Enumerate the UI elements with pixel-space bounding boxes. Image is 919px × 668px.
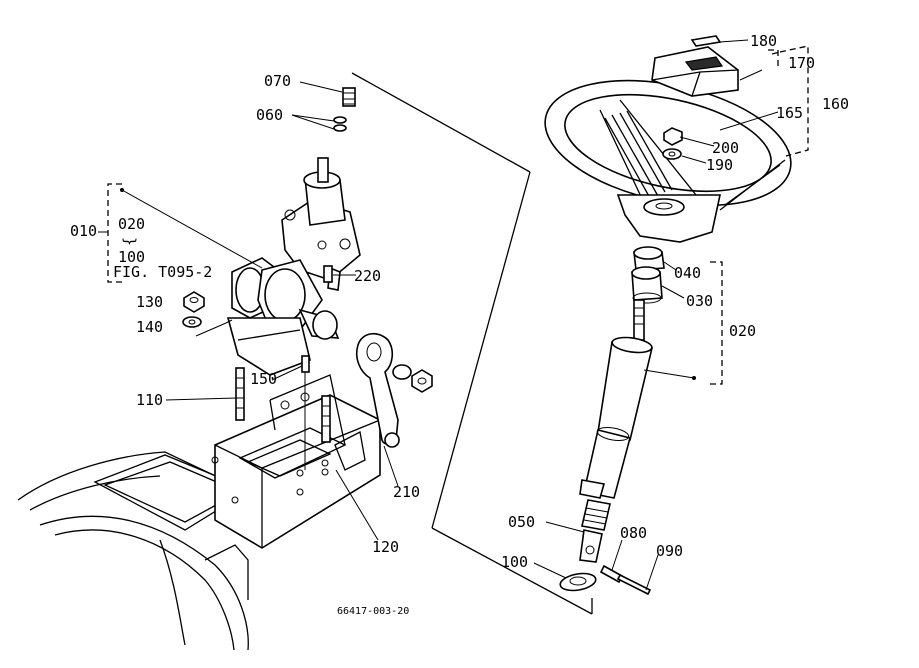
bolt-220: [323, 265, 333, 283]
label-190: 190: [706, 156, 733, 174]
label-brace: {: [120, 237, 138, 246]
label-220: 220: [354, 267, 381, 285]
bushing-040: [633, 246, 665, 271]
nut-200: [663, 127, 683, 146]
label-150: 150: [250, 370, 277, 388]
stud-bolt-110: [235, 367, 245, 421]
label-180: 180: [750, 32, 777, 50]
label-060: 060: [256, 106, 283, 124]
label-020-sub: 020: [118, 215, 145, 233]
pitman-arm-210: [355, 332, 433, 448]
tractor-body: [17, 451, 252, 651]
label-fig-ref: FIG. T095-2: [113, 263, 212, 281]
steering-gear-box: [226, 157, 361, 376]
nut-130: [183, 291, 205, 313]
bearing-030: [631, 266, 663, 304]
label-100-sub: 100: [118, 248, 145, 266]
label-130: 130: [136, 293, 163, 311]
steering-shaft: [633, 299, 645, 341]
group-bracket-160: [771, 45, 809, 157]
label-200: 200: [712, 139, 739, 157]
emblem-180: [690, 35, 722, 47]
stud-bolt-right: [321, 395, 331, 443]
label-040: 040: [674, 264, 701, 282]
label-160: 160: [822, 95, 849, 113]
nut-100: [559, 572, 597, 592]
label-110: 110: [136, 391, 163, 409]
mounting-bracket: [211, 374, 381, 549]
group-bracket-010: [107, 183, 122, 283]
label-030: 030: [686, 292, 713, 310]
label-165: 165: [776, 104, 803, 122]
bolt-090: [616, 573, 652, 596]
group-bracket-020: [706, 261, 723, 385]
washer-140: [182, 316, 202, 328]
washer-060: [333, 116, 347, 132]
label-100: 100: [501, 553, 528, 571]
pin-150: [301, 355, 310, 470]
label-210: 210: [393, 483, 420, 501]
lower-shaft-050: [579, 499, 611, 563]
steering-column-frame: [351, 72, 593, 615]
drawing-code: 66417-003-20: [337, 606, 409, 617]
leader-lines: [120, 39, 779, 591]
label-020: 020: [729, 322, 756, 340]
label-170: 170: [788, 54, 815, 72]
label-140: 140: [136, 318, 163, 336]
group-bracket-170: [768, 49, 779, 68]
center-cover-170: [651, 46, 739, 97]
spring-seat-070: [342, 87, 356, 107]
label-120: 120: [372, 538, 399, 556]
label-070: 070: [264, 72, 291, 90]
label-010: 010: [70, 222, 97, 240]
pin-080: [599, 564, 624, 584]
label-080: 080: [620, 524, 647, 542]
label-050: 050: [508, 513, 535, 531]
label-090: 090: [656, 542, 683, 560]
column-tube-020: [579, 336, 653, 499]
washer-190: [662, 148, 682, 160]
